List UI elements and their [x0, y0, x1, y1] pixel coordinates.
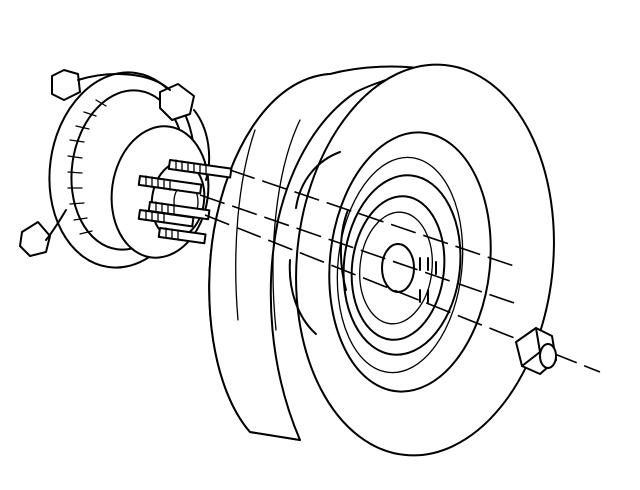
- centerline-upper: [229, 169, 521, 269]
- wheel-stud: [157, 227, 207, 245]
- sidewall-contour-outer: [328, 131, 492, 393]
- wheel-stud: [167, 159, 233, 179]
- lug-nut-seat: [539, 343, 557, 369]
- lug-nut: [515, 327, 557, 375]
- centerline-middle: [199, 194, 521, 306]
- rotor-vents: [67, 99, 107, 235]
- wheel-studs: [137, 159, 233, 245]
- mounting-ear-top: [51, 69, 81, 101]
- tire-and-wheel-assembly: [208, 63, 555, 457]
- rim-depth-lines: [288, 151, 349, 335]
- tread-groove-2: [272, 119, 301, 331]
- mounting-ear-left: [19, 221, 51, 257]
- wheel-bolt-circle: [359, 211, 433, 325]
- sidewall-contour-mid: [336, 156, 464, 374]
- mounting-ear-right: [159, 83, 195, 121]
- wheel-rim-inner: [350, 195, 446, 341]
- wheel-stud: [137, 209, 195, 228]
- wheel-stud-holes: [419, 257, 437, 303]
- tread-groove-1: [235, 129, 256, 321]
- wheel-stud: [137, 175, 203, 195]
